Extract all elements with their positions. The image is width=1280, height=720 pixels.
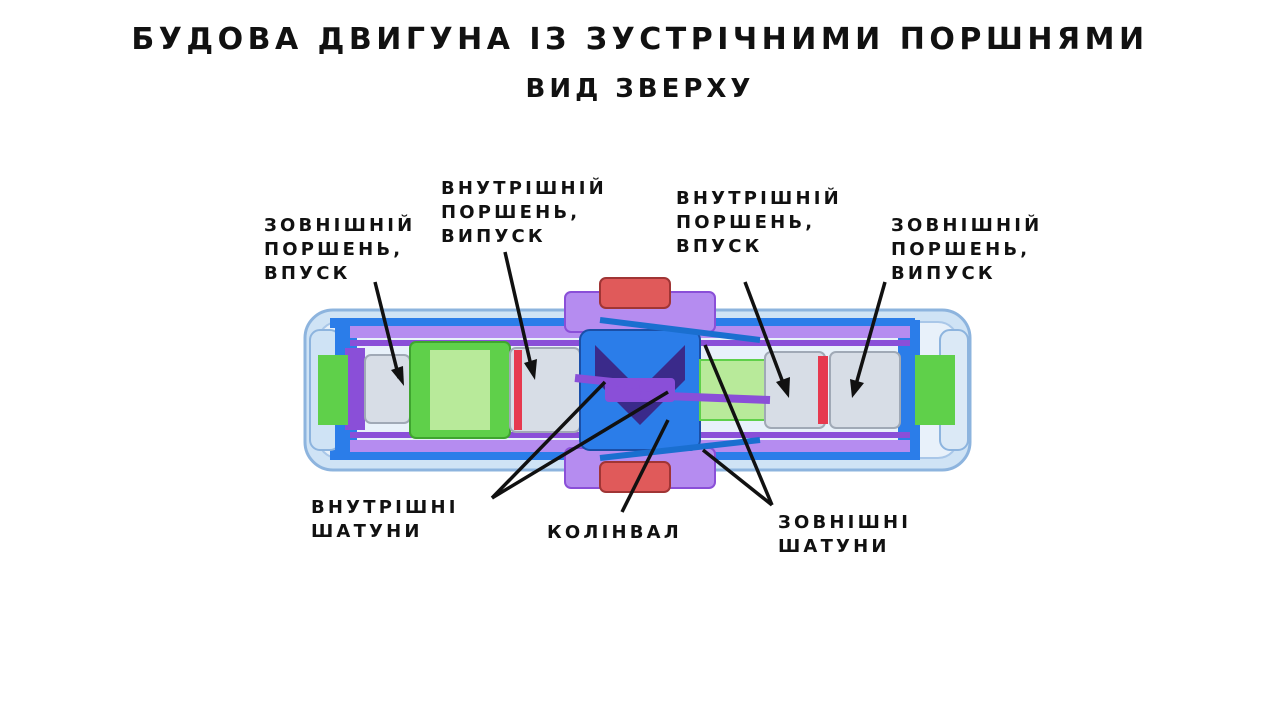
pointer-arrows xyxy=(373,251,887,513)
label-crankshaft: КОЛІНВАЛ xyxy=(547,521,682,545)
arrowhead-outer-piston-intake-left xyxy=(391,366,404,386)
label-line: ПОРШЕНЬ, xyxy=(264,239,404,260)
left-green-band xyxy=(318,355,348,425)
label-line: ЗОВНІШНІЙ xyxy=(891,215,1043,236)
arrowhead-inner-piston-intake xyxy=(776,377,790,398)
arrow-inner-rod-a xyxy=(490,380,607,500)
label-outer-piston-intake-left: ЗОВНІШНІЙ ПОРШЕНЬ, ВПУСК xyxy=(264,214,415,286)
label-line: КОЛІНВАЛ xyxy=(547,522,682,543)
arrow-inner-rod-b xyxy=(491,390,669,500)
right-blue-ring xyxy=(898,320,920,460)
right-green-band xyxy=(915,355,955,425)
left-cylinder-highlight xyxy=(430,350,490,430)
right-red-ring xyxy=(818,356,828,424)
label-line: ВИПУСК xyxy=(441,226,546,247)
arrow-inner-piston-exhaust xyxy=(503,251,534,371)
outer-rod-bottom xyxy=(599,437,761,461)
left-red-ring xyxy=(514,350,522,430)
crank-bearing-bottom xyxy=(599,461,671,493)
arrowhead-inner-piston-exhaust xyxy=(524,359,537,380)
right-green-section xyxy=(699,359,771,421)
label-line: ПОРШЕНЬ, xyxy=(441,202,581,223)
label-line: ВИПУСК xyxy=(891,263,996,284)
inner-rod-left xyxy=(574,374,641,389)
label-line: ЗОВНІШНІЙ xyxy=(264,215,416,236)
label-line: ВНУТРІШНІЙ xyxy=(676,188,842,209)
arrow-outer-piston-exhaust-right xyxy=(853,281,887,389)
label-line: ШАТУНИ xyxy=(311,521,423,542)
label-line: ПОРШЕНЬ, xyxy=(676,212,816,233)
left-outer-piston-head xyxy=(345,348,365,430)
label-outer-connecting-rods: ЗОВНІШНІ ШАТУНИ xyxy=(778,511,911,559)
label-line: ВПУСК xyxy=(264,263,351,284)
arrowhead-outer-piston-exhaust-right xyxy=(850,379,864,398)
label-inner-connecting-rods: ВНУТРІШНІ ШАТУНИ xyxy=(311,496,459,544)
label-inner-piston-intake: ВНУТРІШНІЙ ПОРШЕНЬ, ВПУСК xyxy=(676,187,842,259)
arrow-outer-rod-a xyxy=(703,344,774,506)
label-outer-piston-exhaust-right: ЗОВНІШНІЙ ПОРШЕНЬ, ВИПУСК xyxy=(891,214,1042,286)
arrow-outer-rod-b xyxy=(701,448,774,507)
label-line: ВНУТРІШНІЙ xyxy=(441,178,607,199)
label-inner-piston-exhaust: ВНУТРІШНІЙ ПОРШЕНЬ, ВИПУСК xyxy=(441,177,607,249)
page-subtitle: ВИД ЗВЕРХУ xyxy=(525,74,755,104)
arrow-outer-piston-intake-left xyxy=(373,281,401,379)
page-title: БУДОВА ДВИГУНА ІЗ ЗУСТРІЧНИМИ ПОРШНЯМИ xyxy=(131,22,1149,57)
label-line: ВНУТРІШНІ xyxy=(311,497,459,518)
right-outer-piston xyxy=(829,351,901,429)
label-line: ШАТУНИ xyxy=(778,536,890,557)
outer-rod-top xyxy=(599,317,761,343)
engine-cutaway xyxy=(303,277,972,493)
label-line: ВПУСК xyxy=(676,236,763,257)
arrow-inner-piston-intake xyxy=(743,281,787,389)
crank-bearing-top xyxy=(599,277,671,309)
left-outer-piston xyxy=(364,354,411,424)
arrow-crankshaft xyxy=(620,419,670,513)
label-line: ЗОВНІШНІ xyxy=(778,512,912,533)
label-line: ПОРШЕНЬ, xyxy=(891,239,1031,260)
